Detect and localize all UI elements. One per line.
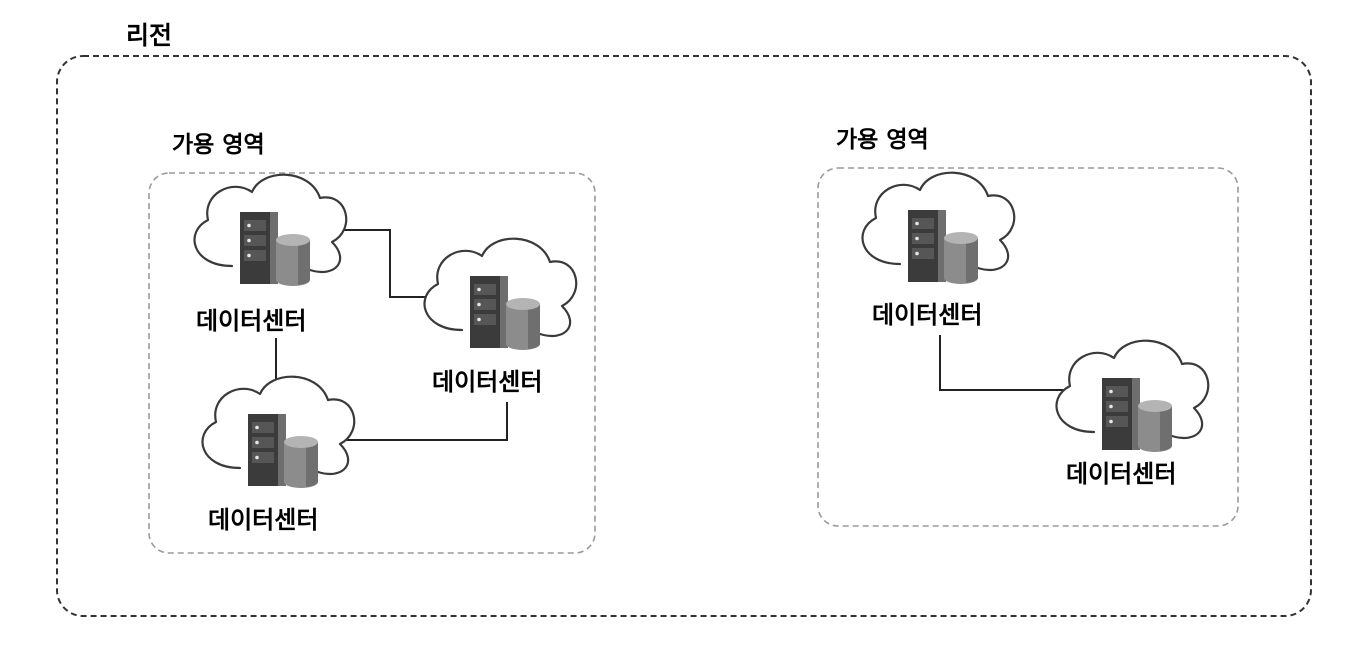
datacenter-1-label: 데이터센터 [196, 307, 306, 335]
availability-zone-2-label: 가용 영역 [836, 127, 929, 153]
connector-dc3-dc2 [336, 402, 508, 441]
connector-dc1-dc2 [328, 229, 446, 298]
region-label: 리전 [126, 21, 172, 50]
datacenter-2: 데이터센터 [423, 237, 578, 396]
datacenter-5-label: 데이터센터 [1066, 460, 1176, 488]
availability-zone-2-boundary [817, 167, 1239, 527]
availability-zone-1-boundary [148, 172, 596, 554]
datacenter-5-icon [1055, 339, 1210, 454]
availability-zone-1-label: 가용 영역 [172, 132, 265, 158]
datacenter-3-label: 데이터센터 [208, 506, 318, 534]
datacenter-4-label: 데이터센터 [872, 301, 982, 329]
datacenter-3: 데이터센터 [201, 375, 356, 534]
datacenter-2-label: 데이터센터 [432, 368, 542, 396]
datacenter-1-icon [193, 173, 348, 288]
datacenter-4: 데이터센터 [861, 171, 1016, 329]
datacenter-2-icon [423, 237, 578, 352]
datacenter-5: 데이터센터 [1055, 339, 1210, 488]
datacenter-3-icon [201, 375, 356, 490]
datacenter-1: 데이터센터 [193, 173, 348, 335]
connector-dc4-dc5 [939, 335, 1078, 391]
datacenter-4-icon [861, 171, 1016, 286]
region-boundary [56, 55, 1312, 617]
